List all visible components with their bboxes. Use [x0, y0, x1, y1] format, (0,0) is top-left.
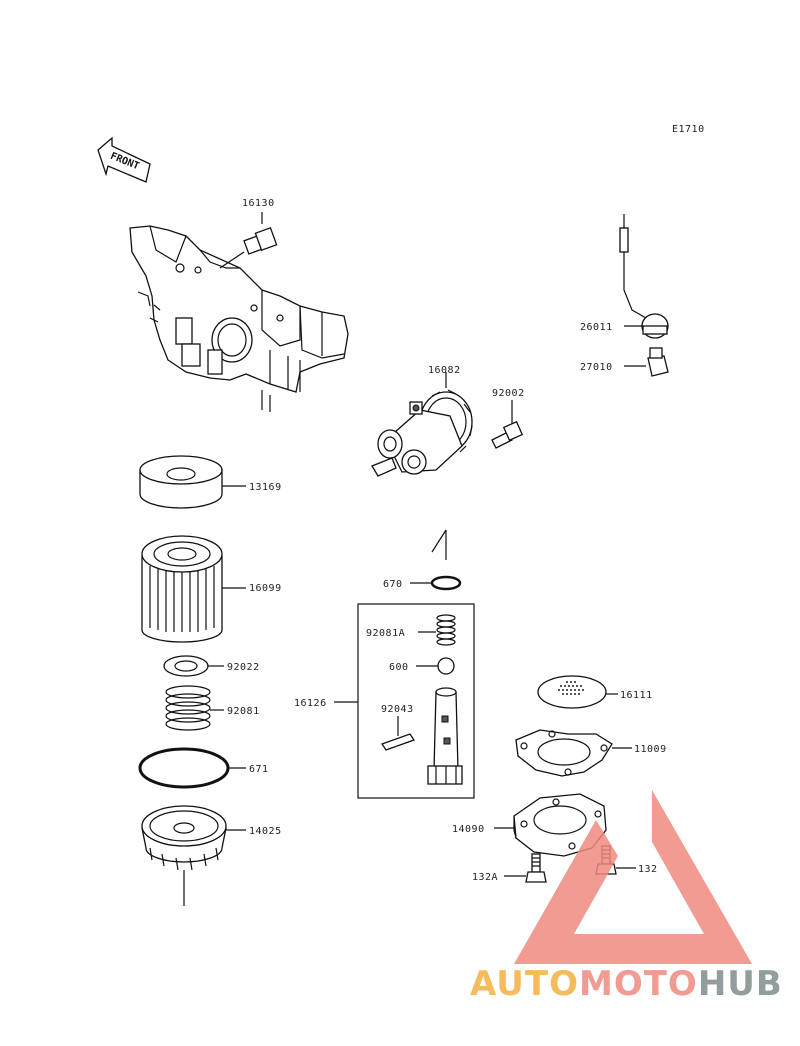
- watermark-hub: HUB: [698, 964, 783, 1004]
- part-671-o-ring: [138, 747, 246, 789]
- part-27010-switch: [624, 347, 669, 377]
- crankcase-illustration: [129, 225, 349, 412]
- label-16111: 16111: [620, 690, 653, 701]
- label-92081: 92081: [227, 706, 260, 717]
- label-600: 600: [389, 662, 409, 673]
- part-16082-oil-pump: [371, 389, 473, 477]
- label-16082: 16082: [428, 365, 461, 376]
- label-16099: 16099: [249, 583, 282, 594]
- label-11009: 11009: [634, 744, 667, 755]
- label-92043: 92043: [381, 704, 414, 715]
- part-14025-cap: [141, 805, 246, 906]
- watermark-moto: MOTO: [579, 964, 698, 1004]
- label-14025: 14025: [249, 826, 282, 837]
- part-26011-sensor: [619, 214, 669, 339]
- label-671: 671: [249, 764, 269, 775]
- part-13169-cover: [139, 455, 246, 509]
- label-132A: 132A: [472, 872, 498, 883]
- relief-valve-group: [334, 529, 475, 799]
- diagram-code: E1710: [672, 124, 705, 135]
- automotohub-watermark-logo: AUTOMOTOHUB: [470, 790, 783, 1004]
- label-27010: 27010: [580, 362, 613, 373]
- part-16111-strainer: [537, 675, 618, 709]
- label-13169: 13169: [249, 482, 282, 493]
- part-16099-oil-filter: [141, 535, 246, 643]
- label-14090: 14090: [452, 824, 485, 835]
- front-arrow-icon: FRONT: [97, 136, 151, 183]
- part-11009-gasket: [515, 729, 632, 777]
- label-670: 670: [383, 579, 403, 590]
- part-92081-spring: [165, 685, 224, 731]
- part-92002-bolt: [491, 400, 524, 449]
- part-16130-plug: [219, 212, 278, 269]
- part-132A-bolt: [504, 853, 547, 883]
- label-92002: 92002: [492, 388, 525, 399]
- label-132: 132: [638, 864, 658, 875]
- label-92022: 92022: [227, 662, 260, 673]
- part-14090-housing: [494, 793, 607, 857]
- label-16126: 16126: [294, 698, 327, 709]
- part-92022-washer: [163, 655, 224, 677]
- watermark-auto: AUTO: [470, 964, 579, 1004]
- label-16130: 16130: [242, 198, 275, 209]
- label-26011: 26011: [580, 322, 613, 333]
- svg-text:AUTOMOTOHUB: AUTOMOTOHUB: [470, 964, 783, 1004]
- label-92081A: 92081A: [366, 628, 405, 639]
